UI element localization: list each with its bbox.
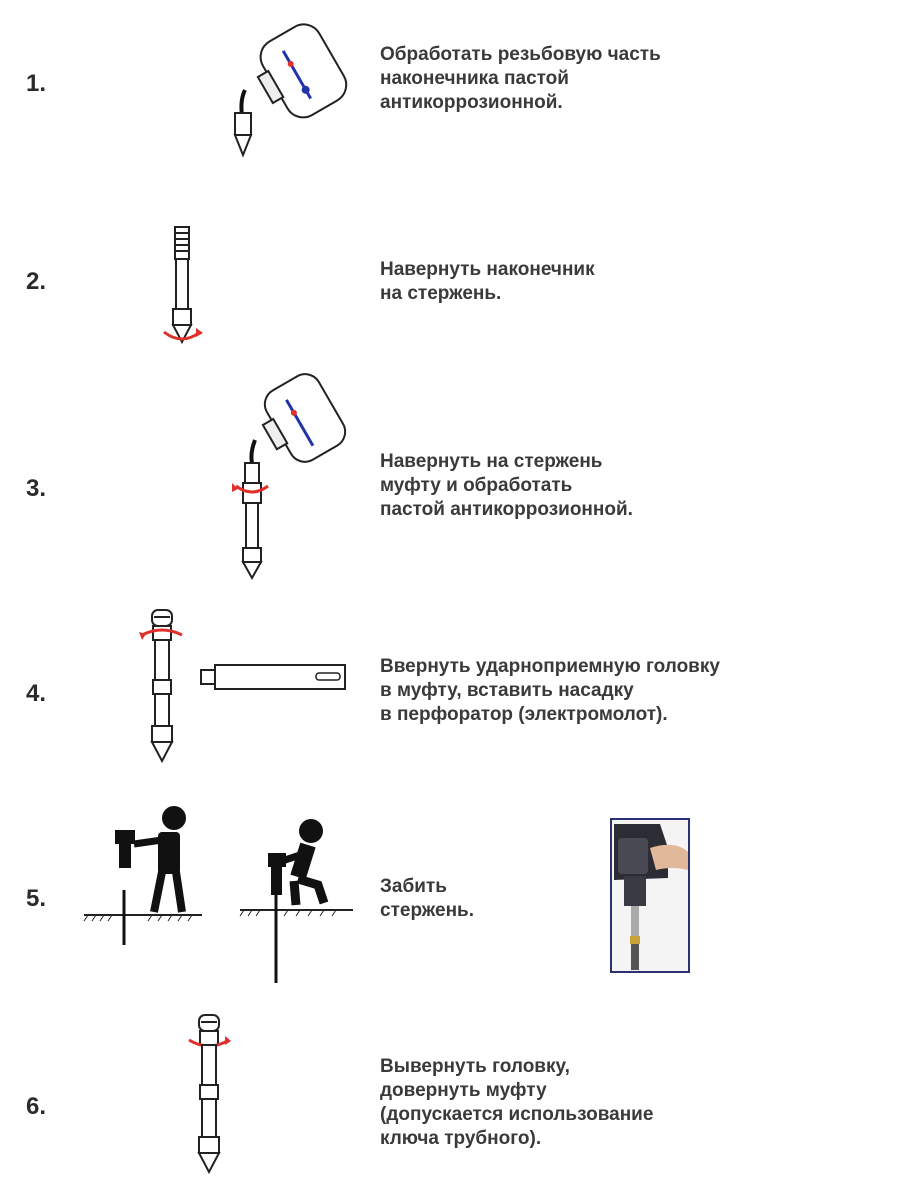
step-number: 6. (26, 1093, 47, 1120)
coupling-icon (232, 373, 347, 581)
drill-adapter-icon (200, 664, 346, 690)
standing-worker-icon (83, 806, 202, 945)
kneeling-worker-icon (239, 819, 353, 983)
step-number: 1. (26, 70, 47, 97)
rotary-hammer-photo (610, 818, 690, 973)
rod-tip-icon (163, 226, 203, 345)
step-text: Навернуть наконечник на стержень. (380, 259, 595, 304)
step-text: Обработать резьбовую часть наконечника п… (380, 44, 661, 113)
step-text: Ввернуть ударноприемную головку в муфту,… (380, 656, 720, 725)
step-text: Вывернуть головку, довернуть муфту (допу… (380, 1056, 654, 1149)
step-text: Навернуть на стержень муфту и обработать… (380, 451, 633, 520)
impact-head-icon (188, 1014, 231, 1175)
step-number: 4. (26, 680, 47, 707)
paste-bottle-icon (233, 23, 348, 158)
step-number: 2. (26, 268, 47, 295)
impact-head-icon (139, 609, 183, 764)
step-number: 5. (26, 885, 47, 912)
step-text: Забить стержень. (380, 876, 475, 921)
step-number: 3. (26, 475, 47, 502)
